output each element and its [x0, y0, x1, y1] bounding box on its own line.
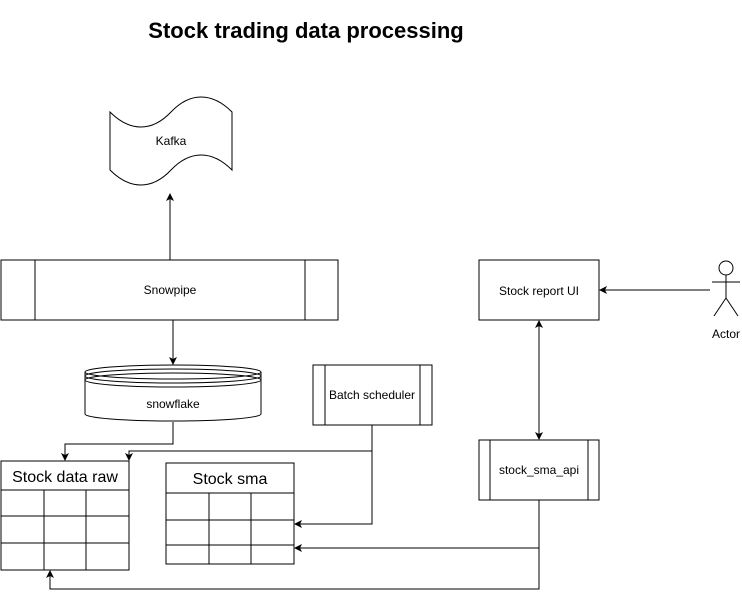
kafka-label: Kafka — [156, 134, 187, 148]
edge-stock-sma-api-to-stock-data-raw — [46, 548, 540, 590]
diagram-title: Stock trading data processing — [148, 18, 463, 43]
edge-batch-scheduler-to-stock-data-raw — [125, 425, 373, 461]
stock-sma-api-label: stock_sma_api — [499, 463, 579, 477]
snowpipe-label: Snowpipe — [144, 283, 197, 297]
actor-label: Actor — [712, 327, 740, 341]
edge-batch-scheduler-to-stock-sma — [294, 451, 373, 528]
kafka-node[interactable]: Kafka — [109, 96, 233, 186]
stock-sma-node[interactable]: Stock sma — [165, 462, 295, 565]
stock-sma-api-node[interactable]: stock_sma_api — [478, 439, 600, 501]
stock-sma-label: Stock sma — [193, 471, 268, 488]
edge-snowflake-to-stock-data-raw — [61, 422, 174, 461]
actor-node[interactable]: Actor — [712, 260, 740, 341]
stock-data-raw-node[interactable]: Stock data raw — [0, 460, 130, 571]
stock-data-raw-label: Stock data raw — [12, 469, 118, 486]
stock-report-ui-label: Stock report UI — [499, 284, 579, 298]
snowpipe-node[interactable]: Snowpipe — [0, 259, 339, 321]
batch-scheduler-label: Batch scheduler — [329, 388, 415, 402]
snowflake-label: snowflake — [146, 397, 200, 411]
batch-scheduler-node[interactable]: Batch scheduler — [312, 364, 433, 426]
stock-report-ui-node[interactable]: Stock report UI — [478, 259, 600, 321]
snowflake-node[interactable]: snowflake — [84, 364, 262, 422]
